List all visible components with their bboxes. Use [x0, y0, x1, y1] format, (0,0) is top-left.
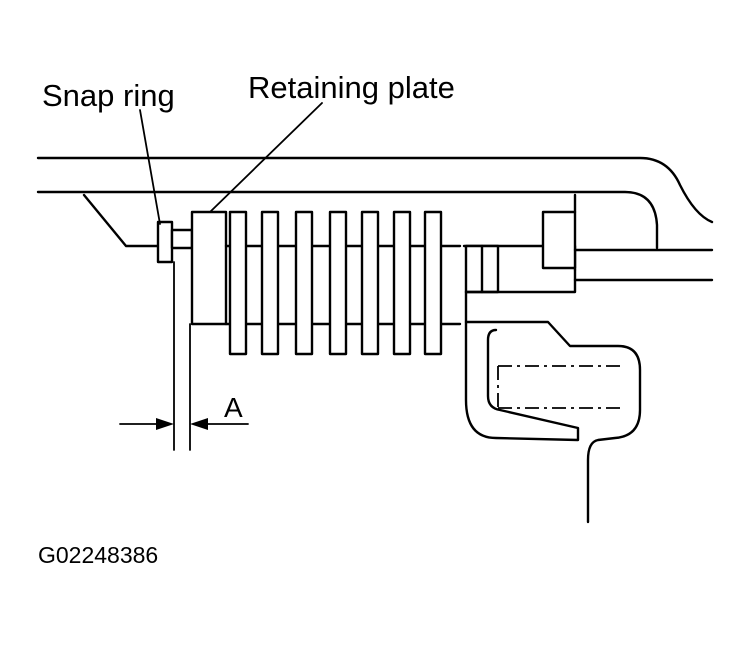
- arrowhead-right: [190, 418, 208, 430]
- retaining-plate-leader: [209, 102, 323, 213]
- snap-ring: [156, 220, 194, 264]
- clutch-drum-housing: [36, 156, 714, 250]
- dimension-a-label: A: [224, 392, 243, 423]
- clutch-plates: [228, 210, 443, 356]
- snap-ring-leader: [139, 109, 161, 225]
- piston-assembly: [462, 210, 714, 524]
- retaining-plate-label: Retaining plate: [248, 70, 455, 105]
- dimension-a: [119, 261, 249, 451]
- retaining-plate: [190, 210, 228, 326]
- arrowhead-left: [156, 418, 174, 430]
- snap-ring-label: Snap ring: [42, 78, 175, 113]
- figure-code: G02248386: [38, 542, 159, 568]
